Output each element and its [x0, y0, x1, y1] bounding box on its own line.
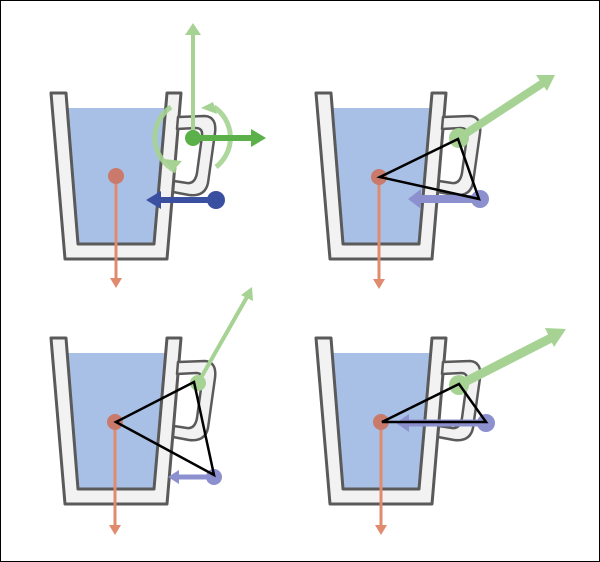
panel-triangle-3 — [314, 328, 566, 535]
cup — [49, 91, 217, 261]
arrowhead — [185, 23, 201, 35]
arrowhead — [109, 525, 121, 535]
panel-free-body — [49, 23, 266, 288]
side-contact-point — [207, 191, 225, 209]
center-of-mass — [108, 168, 124, 184]
handle-contact-point — [449, 128, 469, 148]
center-of-mass — [373, 414, 389, 430]
arrowhead — [251, 129, 266, 147]
handle-contact-point — [185, 130, 201, 146]
arrowhead — [545, 328, 566, 347]
panel-triangle-1 — [314, 75, 555, 289]
force-triangle — [381, 382, 489, 424]
moment-arrowhead — [164, 159, 182, 171]
force-triangle — [113, 380, 216, 478]
arrowhead — [408, 189, 421, 209]
cup — [314, 91, 482, 261]
arrowhead — [373, 279, 385, 289]
handle-force — [456, 332, 556, 390]
moment-arrowhead — [201, 102, 217, 114]
panel-triangle-2 — [49, 287, 253, 535]
arrowhead — [146, 191, 161, 209]
arrowhead — [375, 525, 387, 535]
arrowhead — [110, 278, 122, 288]
handle-force — [456, 79, 546, 142]
handle-force — [196, 296, 249, 384]
arrowhead — [168, 470, 179, 484]
arrowhead — [536, 75, 555, 91]
arrowhead — [241, 287, 253, 301]
force-triangle — [376, 137, 481, 201]
